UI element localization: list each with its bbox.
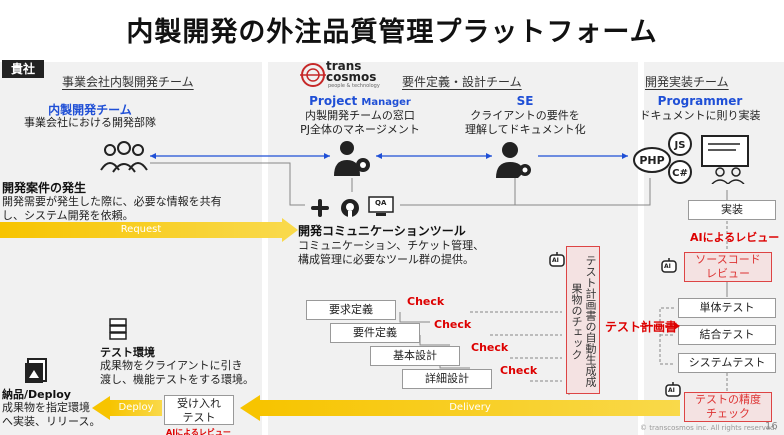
doc-box-spec-def: 要件定義: [330, 323, 420, 343]
programmer-icon: PHP JS C#: [633, 132, 749, 184]
logo-text-2: cosmos: [326, 70, 377, 84]
project-start-desc-2: し、システム開発を依頼。: [2, 209, 134, 222]
lane-title-requirements: 要件定義・設計チーム: [402, 75, 522, 89]
inhouse-team-desc: 事業会社における開発部隊: [24, 116, 156, 129]
integration-test-box: 結合テスト: [678, 325, 776, 345]
deploy-arrow-head: [92, 396, 110, 420]
logo-text-1: trans: [326, 59, 362, 73]
deploy-title: 納品/Deploy: [2, 388, 71, 401]
delivery-arrow: Delivery: [260, 400, 680, 416]
company-tag: 貴社: [2, 60, 44, 78]
request-label: Request: [120, 224, 162, 235]
tools-desc-2: 構成管理に必要なツール群の提供。: [298, 253, 474, 266]
delivery-label: Delivery: [449, 402, 491, 413]
svg-text:PHP: PHP: [639, 154, 664, 167]
deploy-arrow-label: Deploy: [118, 402, 154, 413]
server-icon: [109, 318, 127, 340]
deploy-icon: [25, 358, 47, 383]
team-icon: [100, 141, 148, 173]
deploy-desc-1: 成果物を指定環境: [2, 401, 90, 414]
test-env-title: テスト環境: [100, 346, 155, 359]
tools-desc-1: コミュニケーション、チケット管理、: [298, 239, 485, 252]
test-env-desc-2: 渡し、機能テストをする環境。: [100, 373, 254, 386]
transcosmos-logo: trans cosmos people & technology: [298, 60, 380, 90]
programmer-desc: ドキュメントに則り実装: [639, 109, 761, 122]
source-code-review-box: ソースコード レビュー: [684, 252, 772, 282]
project-start-desc-1: 開発需要が発生した際に、必要な情報を共有: [2, 195, 222, 208]
check-label-4: Check: [500, 364, 538, 377]
project-manager-icon: [334, 141, 370, 176]
tools-title: 開発コミュニケーションツール: [298, 224, 466, 238]
auto-check-text: テスト計画書の自動生成成果物のチェック: [570, 255, 597, 387]
check-label-3: Check: [471, 341, 509, 354]
se-icon: [496, 142, 531, 178]
ai-robot-icon: [665, 382, 681, 397]
test-plan-label: テスト計画書: [605, 320, 678, 334]
ai-review-label: AIによるレビュー: [690, 231, 780, 244]
doc-box-basic-design: 基本設計: [370, 346, 460, 366]
test-plan-arrow: [640, 322, 680, 330]
svg-text:JS: JS: [674, 140, 686, 151]
test-env-desc-1: 成果物をクライアントに引き: [100, 359, 243, 372]
source-review-line-2: レビュー: [706, 267, 750, 280]
slack-icon: [311, 199, 329, 217]
se-title: SE: [516, 94, 534, 108]
qa-monitor-icon: [368, 196, 394, 216]
system-test-box: システムテスト: [678, 353, 776, 373]
acceptance-test-box: 受け入れ テスト: [164, 395, 234, 425]
acceptance-line-2: テスト: [182, 411, 216, 424]
ai-robot-icon: [661, 258, 677, 273]
test-precision-box: テストの精度 チェック: [684, 392, 772, 422]
page-title: 内製開発の外注品質管理プラットフォーム: [126, 17, 658, 48]
test-precision-line-1: テストの精度: [695, 393, 761, 406]
pm-title-en: Project: [309, 94, 358, 108]
pm-title: Project Manager: [300, 94, 420, 108]
acceptance-line-1: 受け入れ: [177, 397, 221, 410]
ai-badge-1: AI: [664, 263, 671, 270]
check-label-1: Check: [407, 295, 445, 308]
logo-text-3: people & technology: [328, 83, 380, 89]
se-desc-1: クライアントの要件を: [470, 109, 580, 122]
github-icon: [341, 199, 359, 217]
project-start-title: 開発案件の発生: [2, 181, 87, 195]
test-precision-line-2: チェック: [706, 407, 750, 420]
auto-check-box: テスト計画書の自動生成成果物のチェック: [566, 246, 600, 394]
implement-box: 実装: [688, 200, 776, 220]
logo-icon: [300, 63, 326, 87]
tool-icons: QA: [310, 196, 400, 218]
lane-title-client: 事業会社内製開発チーム: [62, 75, 194, 89]
pm-title-rest: Manager: [361, 97, 411, 108]
deploy-desc-2: へ実装、リリース。: [2, 415, 101, 428]
ai-robot-icon: [549, 252, 565, 267]
ai-badge-3: AI: [552, 257, 559, 264]
ai-badge-2: AI: [668, 387, 675, 394]
inhouse-team-title: 内製開発チーム: [48, 103, 132, 117]
pm-desc-1: 内製開発チームの窓口: [305, 109, 415, 122]
lane-title-implementation: 開発実装チーム: [645, 75, 729, 89]
request-arrow-head: [282, 218, 298, 242]
unit-test-box: 単体テスト: [678, 298, 776, 318]
check-label-2: Check: [434, 318, 472, 331]
qa-label: QA: [375, 199, 387, 207]
svg-text:C#: C#: [672, 168, 688, 179]
delivery-arrow-head: [240, 395, 260, 421]
page-number: 16: [765, 421, 778, 432]
deploy-arrow: Deploy: [110, 400, 162, 416]
request-arrow: Request: [0, 222, 282, 238]
programmer-title: Programmer: [657, 94, 743, 108]
pm-desc-2: PJ全体のマネージメント: [300, 123, 420, 136]
doc-box-detail-design: 詳細設計: [402, 369, 492, 389]
doc-box-requirements-def: 要求定義: [306, 300, 396, 320]
se-desc-2: 理解してドキュメント化: [465, 123, 586, 136]
copyright: © transcosmos inc. All rights reserved.: [640, 424, 777, 432]
source-review-line-1: ソースコード: [695, 253, 761, 266]
acceptance-ai-label: AIによるレビュー: [166, 428, 231, 435]
